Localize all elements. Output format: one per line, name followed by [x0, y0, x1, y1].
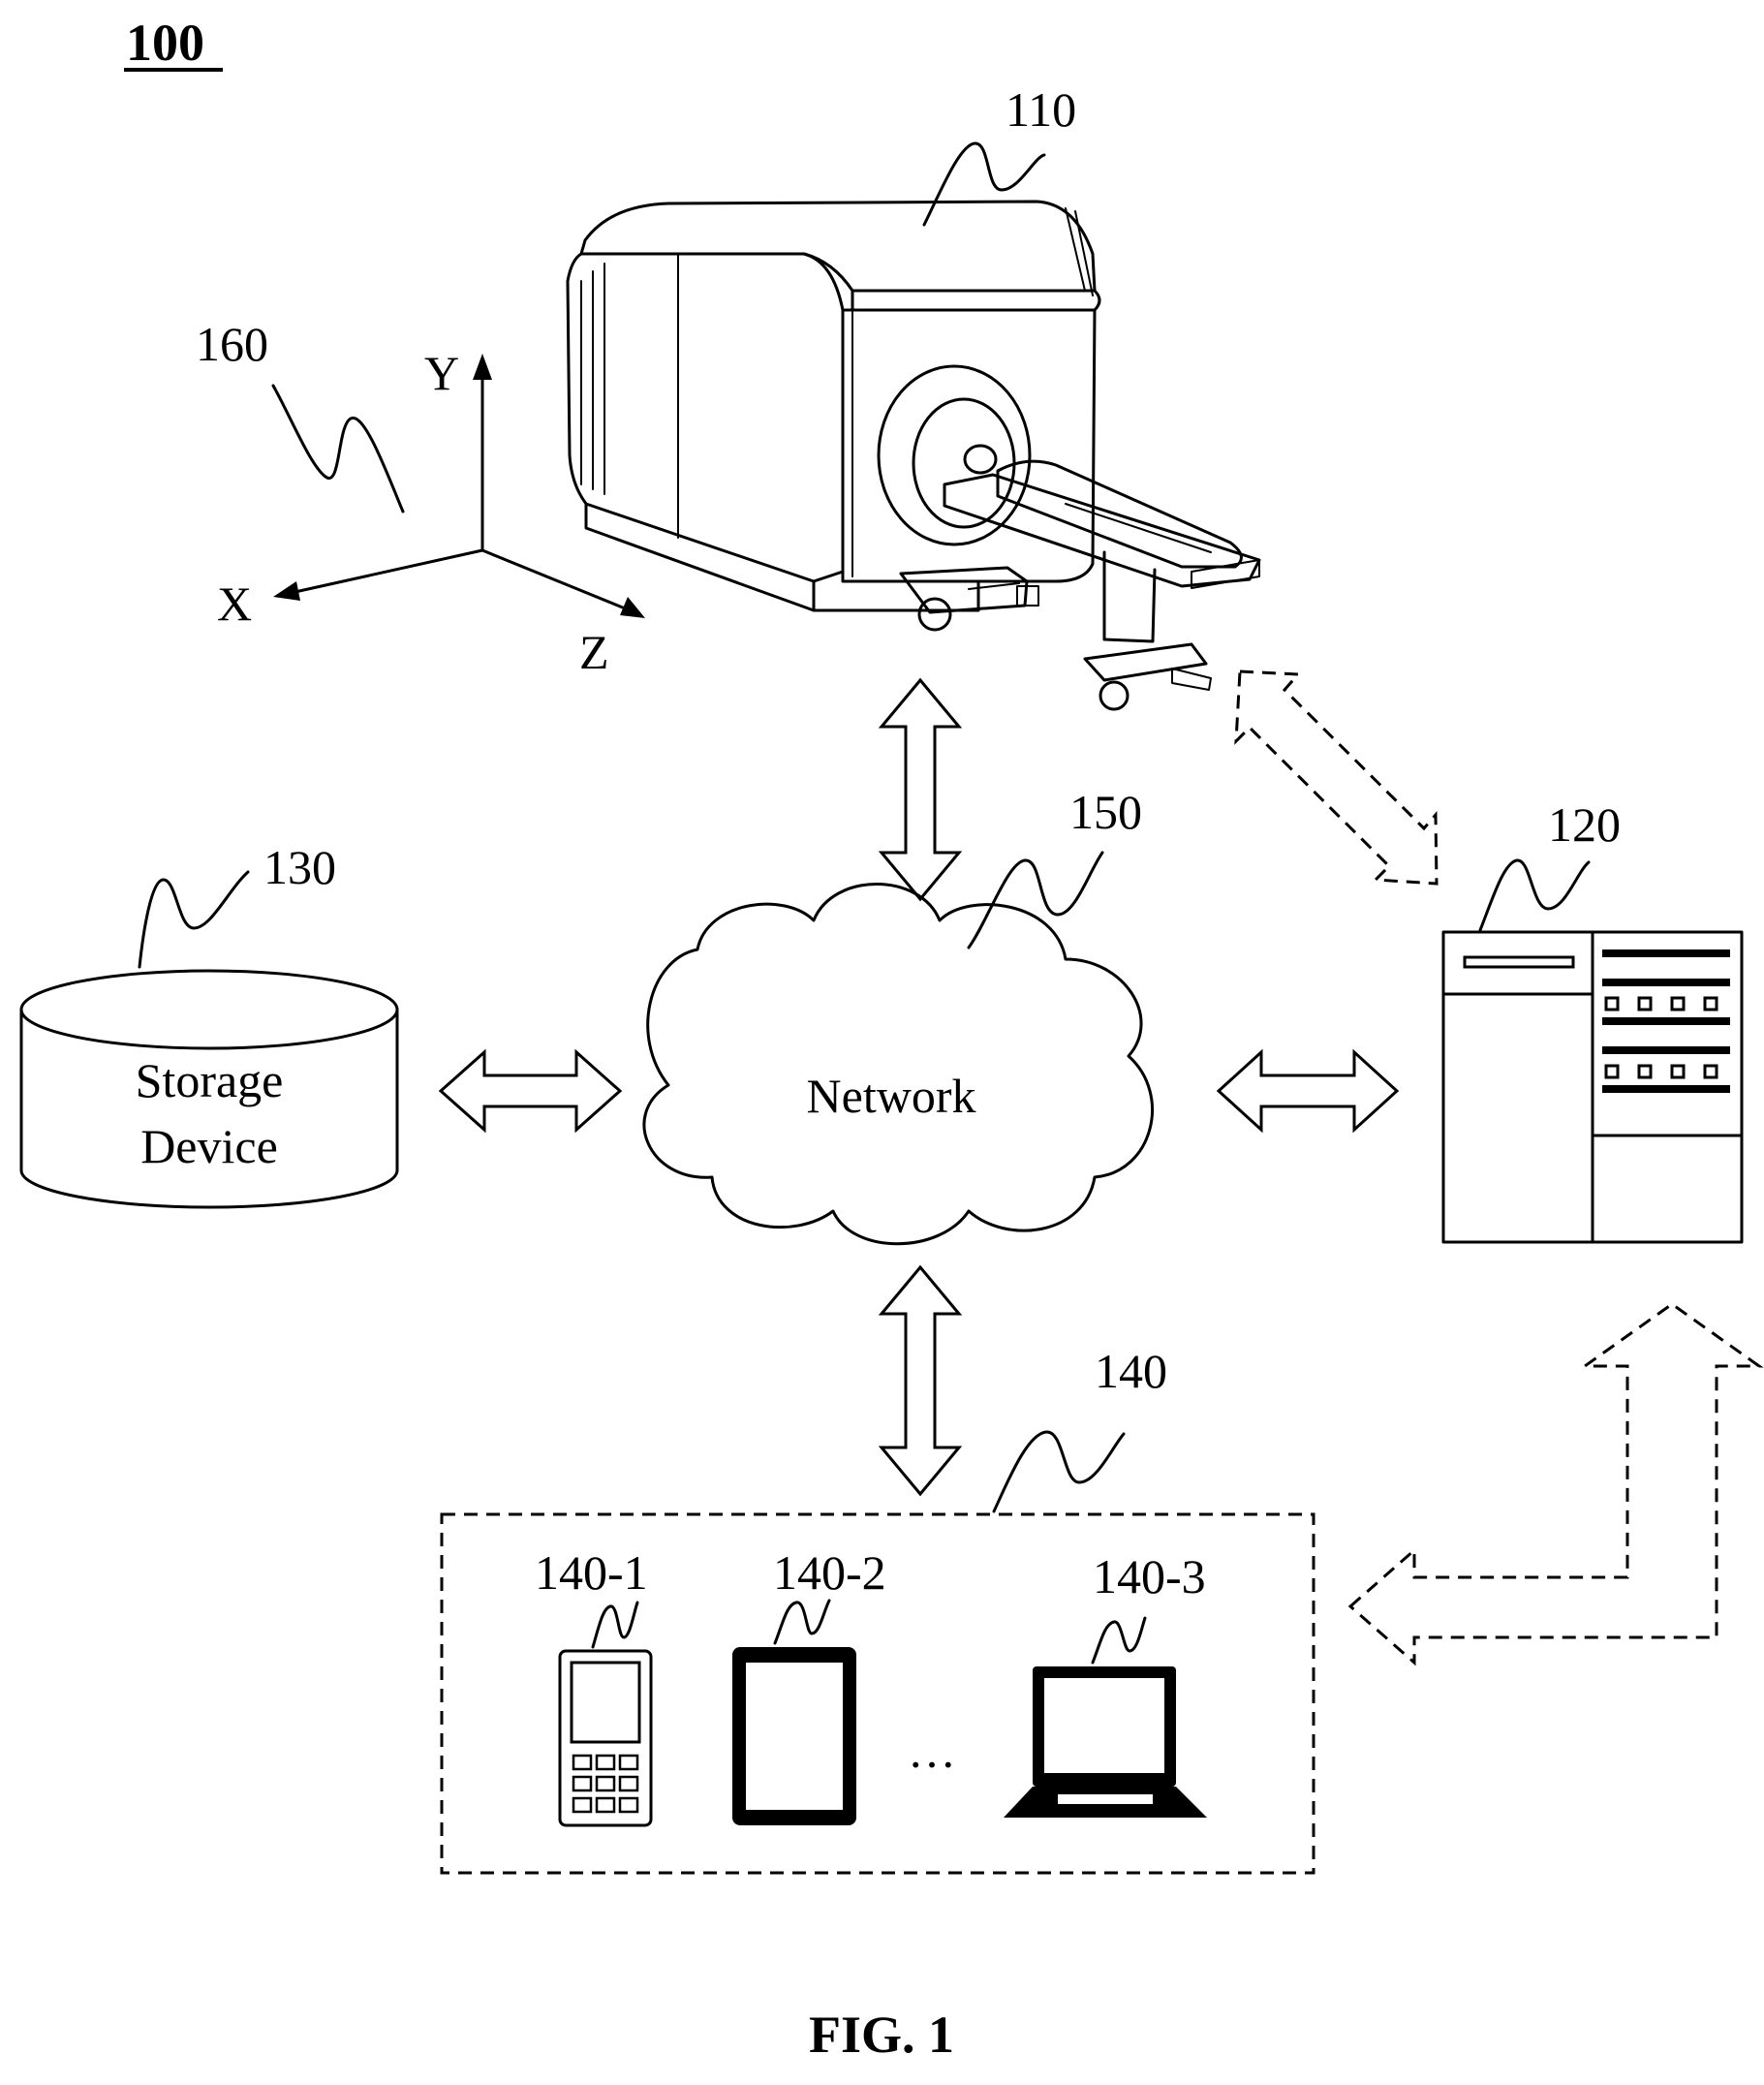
link-network-terminals: [882, 1267, 959, 1494]
scanner-bore-inner: [913, 399, 1014, 527]
patient-head: [965, 446, 996, 473]
scanner-front: [843, 310, 1095, 581]
rack-bar: [1602, 979, 1730, 986]
table-foot: [1085, 644, 1206, 680]
phone-screen: [572, 1663, 639, 1742]
figure-caption: FIG. 1: [809, 2006, 954, 2064]
scanner-base: [586, 504, 978, 610]
phone-key: [620, 1798, 637, 1812]
label-150: 150: [1069, 785, 1142, 839]
phone-key: [620, 1777, 637, 1790]
rack-led: [1705, 1066, 1717, 1077]
rack-led: [1639, 1066, 1651, 1077]
rack-bar: [1602, 1046, 1730, 1054]
phone-key: [597, 1756, 614, 1769]
rack-led: [1606, 998, 1618, 1010]
cart-wheel: [919, 599, 950, 630]
storage-device: Storage Device: [21, 971, 397, 1207]
laptop: [1004, 1666, 1207, 1818]
link-scanner-network: [882, 680, 959, 899]
mobile-phone: [560, 1651, 651, 1825]
y-axis-arrowhead: [473, 354, 492, 380]
laptop-keyboard: [1058, 1794, 1153, 1804]
patient-sheet-fold: [1066, 504, 1211, 552]
table-column: [1104, 552, 1155, 641]
link-scanner-processing-dashed: [1236, 671, 1437, 884]
leader-140-2: [775, 1601, 829, 1643]
cart-block: [1017, 586, 1038, 606]
processing-device: [1443, 932, 1742, 1242]
label-130: 130: [263, 840, 336, 894]
storage-cylinder-body: [21, 1010, 397, 1207]
table-cart-detail: [969, 583, 1019, 589]
phone-key: [573, 1798, 591, 1812]
drive-slot: [1465, 957, 1573, 967]
scanner-device: [568, 202, 1259, 709]
table-wheel: [1100, 682, 1128, 709]
tablet-screen: [746, 1663, 843, 1810]
leader-110: [924, 143, 1044, 225]
label-110: 110: [1006, 82, 1076, 137]
rack-bar: [1602, 1017, 1730, 1025]
phone-key: [620, 1756, 637, 1769]
network-cloud: [644, 885, 1153, 1244]
table-cart: [901, 568, 1027, 612]
label-140-3: 140-3: [1093, 1549, 1206, 1603]
x-axis-label: X: [217, 576, 252, 631]
scanner-bevel: [852, 291, 1099, 310]
phone-key: [573, 1756, 591, 1769]
phone-key: [573, 1777, 591, 1790]
rack-led: [1672, 1066, 1684, 1077]
link-network-processing: [1219, 1052, 1397, 1130]
scanner-side: [568, 254, 843, 581]
rack-led: [1606, 1066, 1618, 1077]
leader-140-3: [1093, 1618, 1145, 1663]
phone-key: [597, 1798, 614, 1812]
leader-120: [1480, 860, 1589, 930]
devices-ellipsis: …: [908, 1724, 956, 1778]
z-axis-arrowhead: [620, 597, 645, 618]
label-120: 120: [1548, 797, 1621, 852]
leader-140-1: [593, 1603, 637, 1647]
tablet: [732, 1647, 856, 1825]
storage-label-line2: Device: [140, 1119, 278, 1173]
rack-led: [1639, 998, 1651, 1010]
leader-140: [994, 1432, 1124, 1511]
link-terminals-processing-dashed: [1350, 1304, 1759, 1663]
rack-led: [1705, 998, 1717, 1010]
label-140-1: 140-1: [535, 1545, 648, 1600]
leader-160: [273, 386, 403, 512]
leader-130: [139, 872, 248, 967]
network-label: Network: [807, 1069, 976, 1123]
storage-cylinder-top: [21, 971, 397, 1048]
label-140-2: 140-2: [773, 1545, 886, 1600]
rack-bar: [1602, 1085, 1730, 1093]
phone-key: [597, 1777, 614, 1790]
x-axis-arrowhead: [273, 581, 300, 601]
link-storage-network: [441, 1052, 620, 1130]
table-pedal: [1172, 669, 1211, 690]
figure-number: 100: [126, 14, 204, 72]
leader-150: [969, 853, 1102, 948]
z-axis-label: Z: [579, 625, 609, 679]
rack-bar: [1602, 949, 1730, 957]
y-axis-label: Y: [424, 346, 459, 400]
label-140: 140: [1095, 1344, 1167, 1398]
z-axis: [482, 550, 630, 610]
scanner-bore-outer: [879, 366, 1030, 545]
laptop-screen: [1044, 1678, 1164, 1773]
scanner-top: [581, 202, 1095, 291]
rack-led: [1672, 998, 1684, 1010]
label-160: 160: [196, 317, 268, 371]
storage-label-line1: Storage: [136, 1053, 284, 1107]
x-axis: [291, 550, 482, 593]
